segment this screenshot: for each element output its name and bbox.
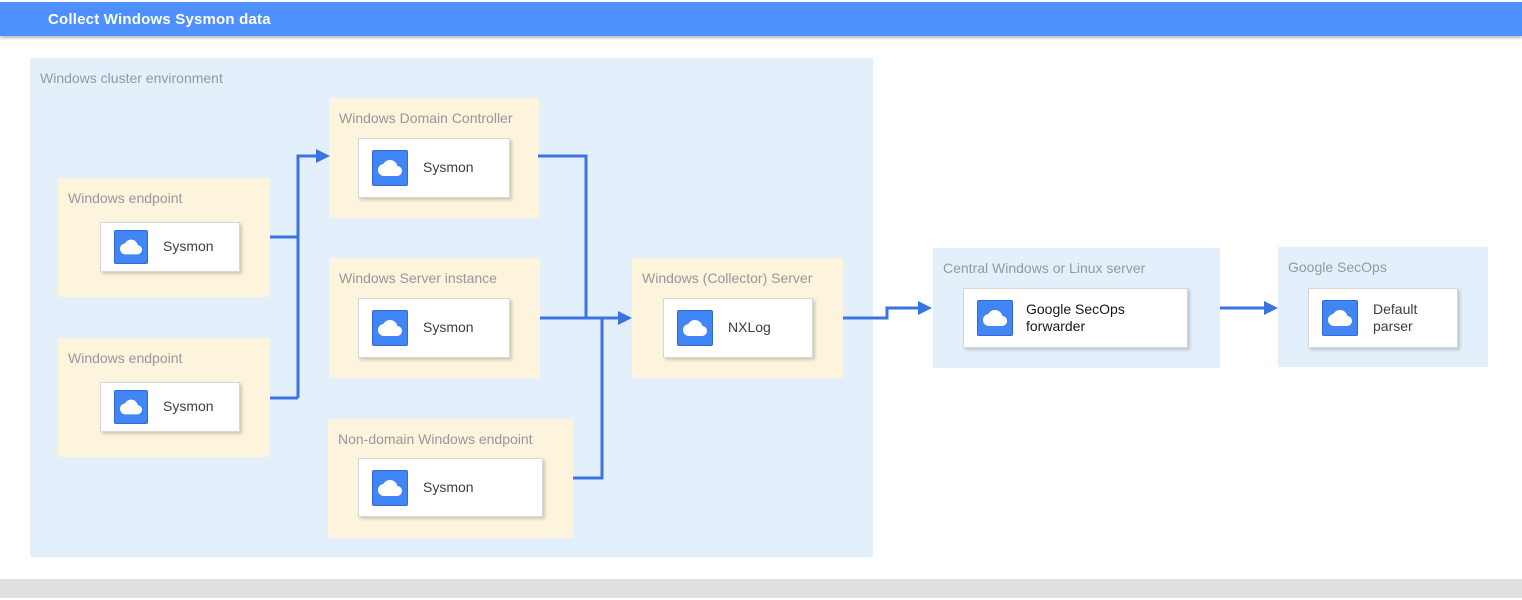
zone-label: Central Windows or Linux server: [943, 260, 1146, 276]
card-sysmon-non-domain: Sysmon: [358, 458, 543, 517]
arrowhead-into-secops: [1264, 301, 1278, 315]
cloud-icon: [114, 230, 148, 264]
zone-label: Windows endpoint: [68, 190, 183, 206]
card-sysmon-domain-controller: Sysmon: [358, 138, 510, 198]
cloud-icon: [114, 390, 148, 424]
card-label: Sysmon: [423, 159, 474, 176]
zone-label-cluster: Windows cluster environment: [40, 70, 223, 86]
title-bar: Collect Windows Sysmon data: [0, 2, 1522, 36]
card-sysmon-endpoint-2: Sysmon: [100, 382, 240, 432]
cloud-icon: [977, 300, 1013, 336]
card-label: NXLog: [728, 319, 771, 336]
card-label: Sysmon: [423, 319, 474, 336]
card-label: Google SecOps forwarder: [1026, 300, 1125, 335]
card-label: Sysmon: [163, 238, 214, 255]
card-label: Sysmon: [423, 478, 474, 495]
card-label: Sysmon: [163, 398, 214, 415]
zone-label: Windows Server instance: [339, 270, 497, 286]
arrowhead-into-central: [918, 301, 932, 315]
zone-label: Non-domain Windows endpoint: [338, 431, 533, 447]
zone-label: Google SecOps: [1288, 259, 1387, 275]
cloud-icon: [677, 310, 713, 346]
card-label: Default parser: [1373, 300, 1418, 335]
cloud-icon: [372, 310, 408, 346]
card-sysmon-endpoint-1: Sysmon: [100, 222, 240, 272]
footer-bar: [0, 579, 1522, 598]
zone-label: Windows endpoint: [68, 350, 183, 366]
cloud-icon: [372, 150, 408, 186]
cloud-icon: [372, 469, 408, 506]
card-nxlog: NXLog: [663, 298, 813, 358]
zone-label: Windows Domain Controller: [339, 110, 513, 126]
card-sysmon-server-instance: Sysmon: [358, 298, 510, 358]
zone-label: Windows (Collector) Server: [642, 270, 813, 286]
cloud-icon: [1322, 300, 1358, 336]
card-default-parser: Default parser: [1308, 288, 1458, 348]
page-title: Collect Windows Sysmon data: [48, 10, 271, 28]
card-google-secops-forwarder: Google SecOps forwarder: [963, 288, 1188, 348]
